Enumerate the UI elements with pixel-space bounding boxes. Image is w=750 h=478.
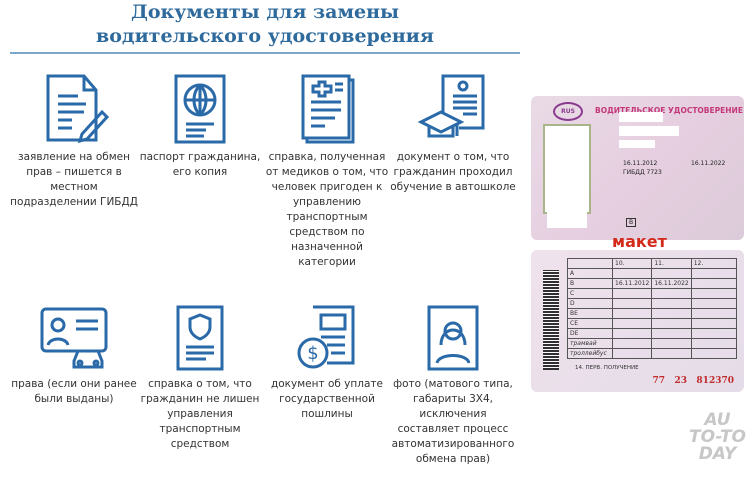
item-text: документ о том, что гражданин проходил о… [390, 151, 516, 193]
title-line-2: водительского удостоверения [96, 25, 434, 47]
page-title: Документы для замены водительского удост… [0, 0, 530, 48]
issuer: ГИБДД 7723 [623, 169, 662, 176]
document-item: права (если они ранее были выданы) [10, 305, 138, 407]
item-text: фото (матового типа, габариты 3Х4, исклю… [391, 378, 515, 465]
expiry-date: 16.11.2022 [691, 160, 726, 167]
photo-portrait-icon [427, 305, 479, 371]
document-item: фото (матового типа, габариты 3Х4, исклю… [389, 305, 517, 467]
document-item: справка, полученная от медиков о том, чт… [263, 72, 391, 270]
document-item: документ о том, что гражданин проходил о… [389, 72, 517, 195]
certificate-shield-icon [176, 305, 224, 371]
license-number: 77 23 812370 [653, 376, 734, 386]
rus-badge: RUS [553, 102, 583, 121]
svg-text:$: $ [307, 343, 318, 364]
mockup-label: макет [612, 232, 667, 251]
license-front: RUS ВОДИТЕЛЬСКОЕ УДОСТОВЕРЕНИЕ 16.11.201… [531, 96, 744, 240]
passport-globe-icon [174, 74, 226, 144]
id-card-car-icon [40, 307, 108, 369]
document-item: справка о том, что гражданин не лишен уп… [136, 305, 264, 452]
item-text: документ об уплате государственной пошли… [271, 378, 383, 420]
item-text: права (если они ранее были выданы) [11, 378, 137, 405]
document-item: заявление на обмен прав – пишется в мест… [10, 72, 138, 210]
qr-code [543, 270, 559, 370]
category-field: B [626, 218, 637, 227]
item-text: паспорт гражданина, его копия [139, 151, 261, 178]
title-line-1: Документы для замены [130, 1, 400, 23]
item-text: справка о том, что гражданин не лишен уп… [140, 378, 260, 450]
item-text: заявление на обмен прав – пишется в мест… [10, 151, 138, 208]
first-issue: 14. ПЕРВ. ПОЛУЧЕНИЕ [575, 365, 639, 371]
number-part: 23 [674, 376, 688, 386]
signature-placeholder [547, 212, 587, 228]
item-text: справка, полученная от медиков о том, чт… [265, 151, 389, 268]
photo-placeholder [543, 124, 591, 214]
application-pen-icon [46, 74, 110, 144]
divider [10, 52, 520, 54]
medical-certificate-icon [301, 74, 355, 144]
number-part: 77 [652, 376, 666, 386]
issue-date: 16.11.2012 [623, 160, 658, 167]
number-part: 812370 [696, 376, 734, 386]
diploma-graduation-cap-icon [417, 74, 485, 138]
license-header: ВОДИТЕЛЬСКОЕ УДОСТОВЕРЕНИЕ [595, 106, 743, 115]
document-item: $ документ об уплате государственной пош… [263, 305, 391, 422]
payment-document-dollar-icon: $ [297, 305, 355, 369]
document-item: паспорт гражданина, его копия [136, 72, 264, 180]
